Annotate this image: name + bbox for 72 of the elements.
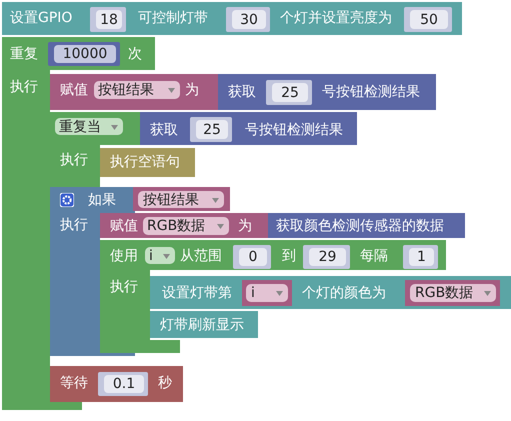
number-field: 50 <box>410 10 448 29</box>
block-label: 为 <box>238 217 252 235</box>
number-field: 1 <box>409 248 434 266</box>
block-label: 执行 <box>60 151 88 169</box>
number-input <box>226 7 270 32</box>
variable-block <box>133 187 230 211</box>
dropdown-field: 按钮结果 <box>138 191 224 208</box>
assign-block <box>100 213 268 238</box>
block-label: 可控制灯带 <box>138 9 208 27</box>
statement-block <box>150 311 258 338</box>
dropdown-label: i <box>149 246 153 264</box>
dropdown-label: 重复当 <box>59 118 101 136</box>
block-label: 执行 <box>60 216 88 234</box>
value-block <box>268 213 465 238</box>
number-input <box>404 7 452 32</box>
number-field: 25 <box>272 83 308 102</box>
block-label: 获取 <box>150 121 178 139</box>
block-label: 到 <box>282 247 296 265</box>
block-label: 获取 <box>228 83 256 101</box>
number-input <box>266 80 312 105</box>
block-label: 次 <box>128 45 142 63</box>
number-input <box>190 117 232 142</box>
number-field: 18 <box>96 10 122 29</box>
dropdown-field: i <box>246 284 288 302</box>
number-input <box>98 372 148 396</box>
block-label: 灯带刷新显示 <box>160 316 244 334</box>
block-label: 执行 <box>10 78 38 96</box>
number-input <box>48 42 120 66</box>
block-label: 为 <box>185 81 199 99</box>
dropdown-field: RGB数据 <box>410 284 496 302</box>
block-label: 执行空语句 <box>110 153 180 171</box>
number-input <box>403 245 438 269</box>
block-label: 获取颜色检测传感器的数据 <box>276 217 444 235</box>
block-label: 号按钮检测结果 <box>322 83 420 101</box>
block-label: 每隔 <box>360 247 388 265</box>
dropdown-label: RGB数据 <box>147 217 206 235</box>
dropdown-field <box>143 217 229 235</box>
number-input <box>90 7 126 32</box>
number-input <box>303 245 350 269</box>
dropdown-field <box>55 118 123 135</box>
statement-block <box>150 276 511 309</box>
block-label: 执行 <box>110 278 138 296</box>
block-label: 秒 <box>158 374 172 392</box>
statement-block <box>2 2 462 35</box>
number-field: 29 <box>309 248 346 266</box>
number-input <box>233 245 271 269</box>
number-field: 10000 <box>54 45 116 63</box>
statement-block <box>100 148 195 177</box>
number-field: 0 <box>239 248 267 266</box>
block-label: 从范围 <box>180 247 222 265</box>
block-label: 如果 <box>88 191 116 209</box>
number-field: 0.1 <box>104 375 144 393</box>
value-block <box>140 112 357 145</box>
block-label: 重复 <box>10 45 38 63</box>
value-block <box>218 74 436 110</box>
assign-block <box>50 74 218 110</box>
dropdown-field <box>145 247 175 264</box>
block-label: 个灯并设置亮度为 <box>280 9 392 27</box>
block-label: 赋值 <box>110 217 138 235</box>
block-label: 设置灯带第 <box>162 284 232 302</box>
dropdown-field <box>94 81 180 99</box>
number-field: 30 <box>232 10 266 29</box>
variable-block <box>405 280 500 306</box>
block-label: 设置GPIO <box>10 9 72 27</box>
block-label: 等待 <box>60 374 88 392</box>
dropdown-label: 按钮结果 <box>98 81 154 99</box>
block-label: 个灯的颜色为 <box>302 284 386 302</box>
block-label: 赋值 <box>60 81 88 99</box>
variable-block <box>242 280 292 306</box>
number-field: 25 <box>196 120 228 139</box>
block-label: 号按钮检测结果 <box>245 121 343 139</box>
block-label: 使用 <box>110 247 138 265</box>
